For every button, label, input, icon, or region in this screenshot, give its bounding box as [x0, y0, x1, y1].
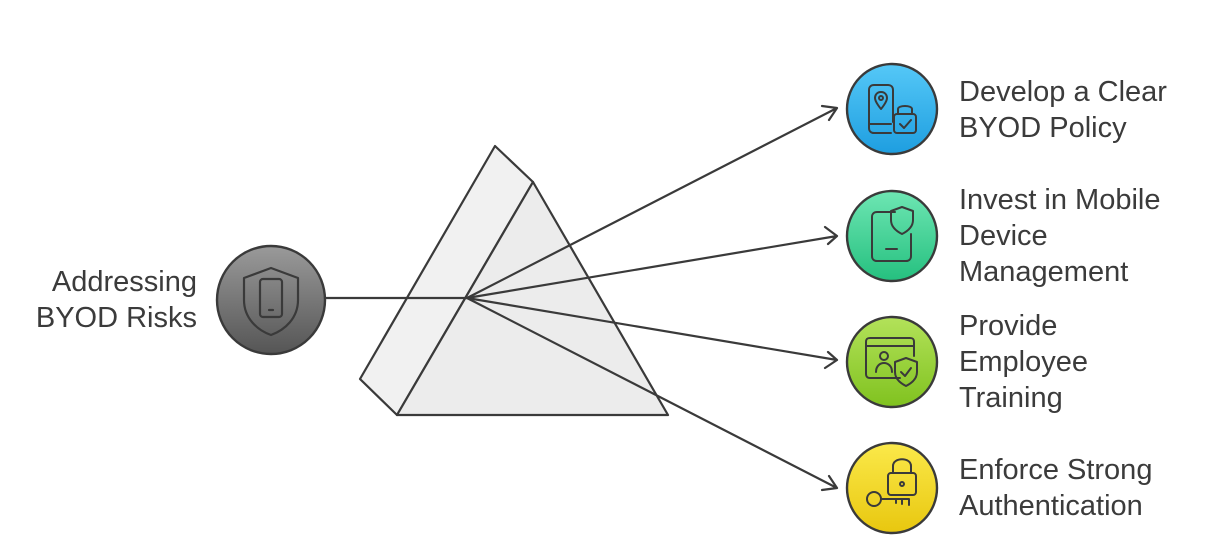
output-label-line: BYOD Policy — [959, 112, 1127, 144]
output-label-line: Authentication — [959, 490, 1143, 522]
output-label-line: Develop a Clear — [959, 76, 1167, 108]
output-label-3: Enforce Strong Authentication — [959, 452, 1152, 524]
output-label-line: Device — [959, 220, 1048, 252]
output-circle-1 — [845, 189, 939, 283]
output-label-1: Invest in Mobile Device Management — [959, 182, 1161, 290]
beam-arrow-2 — [465, 296, 839, 370]
source-circle — [215, 244, 327, 356]
output-label-line: Management — [959, 256, 1129, 288]
output-node-3 — [845, 441, 939, 535]
output-label-line: Employee — [959, 346, 1088, 378]
output-label-line: Enforce Strong — [959, 454, 1153, 486]
prism — [358, 144, 670, 417]
id-card-shield-icon — [865, 337, 918, 387]
beam-arrow-3 — [465, 296, 839, 492]
beam-arrow-0 — [465, 104, 839, 300]
output-label-line: Provide — [959, 310, 1058, 342]
source-label-line: Addressing — [51, 266, 197, 298]
source-label: Addressing BYOD Risks — [36, 264, 197, 336]
source-label-line: BYOD Risks — [35, 302, 197, 334]
output-label-line: Invest in Mobile — [959, 184, 1161, 216]
device-location-lock-icon — [868, 84, 917, 134]
output-label-line: Training — [959, 382, 1063, 414]
shield-phone-icon — [242, 266, 300, 337]
source-node — [215, 244, 327, 356]
tablet-shield-icon — [871, 206, 914, 262]
output-beams — [465, 104, 839, 492]
beam-arrow-1 — [465, 225, 839, 300]
output-node-0 — [845, 62, 939, 156]
output-node-1 — [845, 189, 939, 283]
key-padlock-icon — [866, 458, 917, 507]
output-label-2: Provide Employee Training — [959, 308, 1088, 416]
output-node-2 — [845, 315, 939, 409]
output-circle-3 — [845, 441, 939, 535]
output-label-0: Develop a Clear BYOD Policy — [959, 74, 1167, 146]
output-circle-2 — [845, 315, 939, 409]
